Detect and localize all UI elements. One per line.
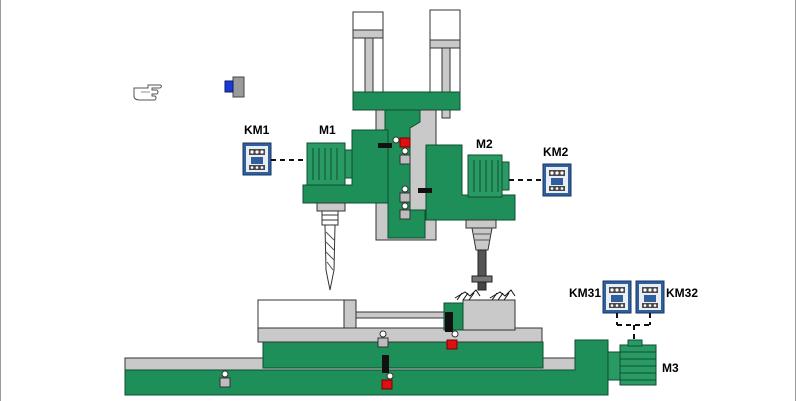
label-km32: KM32 bbox=[666, 286, 698, 300]
label-km1: KM1 bbox=[244, 123, 270, 137]
cylinder-left bbox=[352, 11, 384, 111]
left-drill-head bbox=[302, 129, 389, 212]
label-m2: M2 bbox=[476, 137, 493, 151]
motor-m3 bbox=[607, 339, 657, 386]
label-m3: M3 bbox=[662, 361, 679, 375]
contactor-km1 bbox=[242, 142, 272, 176]
label-km31: KM31 bbox=[569, 286, 601, 300]
motor-m1 bbox=[306, 142, 353, 186]
contactor-km32 bbox=[635, 280, 665, 314]
table-limit-switches bbox=[219, 312, 459, 390]
motor-m2 bbox=[467, 154, 510, 198]
drill-bit-icon bbox=[321, 210, 339, 291]
label-m1: M1 bbox=[319, 123, 336, 137]
pointing-hand-icon[interactable] bbox=[133, 84, 162, 101]
limit-switch-icon bbox=[378, 136, 432, 220]
label-km2: KM2 bbox=[543, 145, 569, 159]
cylinder-right bbox=[429, 9, 461, 119]
control-links bbox=[271, 159, 651, 345]
contactor-km31 bbox=[602, 280, 632, 314]
workpiece-clamp-icon bbox=[454, 289, 516, 301]
tap-tool-icon bbox=[471, 227, 493, 291]
push-button-icon[interactable] bbox=[224, 76, 245, 98]
crossbar bbox=[352, 91, 461, 111]
contactor-km2 bbox=[542, 163, 572, 197]
work-table bbox=[257, 299, 544, 369]
